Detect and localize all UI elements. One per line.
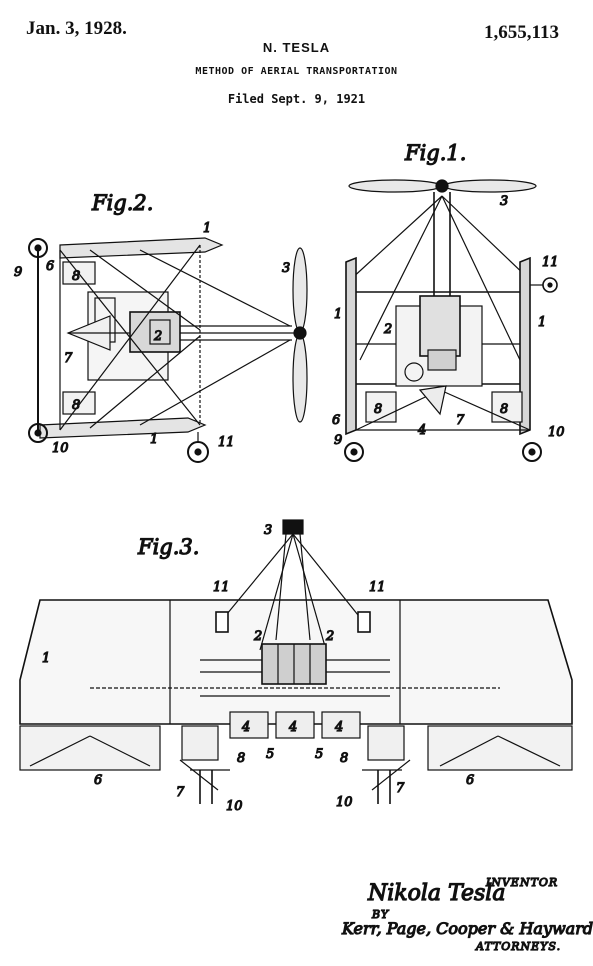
- ref-10-fig1: 10: [548, 425, 565, 440]
- ref-8-fig3-right: 8: [340, 751, 348, 766]
- ref-1-fig2-upper: 1: [203, 221, 211, 236]
- ref-3-fig3: 3: [264, 523, 272, 538]
- ref-1-fig1-left: 1: [334, 307, 342, 322]
- ref-1-fig3: 1: [42, 651, 50, 666]
- ref-10-fig3-right: 10: [336, 795, 353, 810]
- ref-4-fig3-c: 4: [334, 720, 343, 735]
- ref-7-fig1: 7: [456, 413, 465, 428]
- ref-11-fig2: 11: [218, 435, 235, 450]
- ref-11-fig3-right: 11: [369, 580, 386, 595]
- ref-11-fig1: 11: [542, 255, 559, 270]
- ref-4-fig3-a: 4: [241, 720, 250, 735]
- attorneys-caption: ATTORNEYS.: [475, 940, 561, 953]
- ref-8-fig3-left: 8: [237, 751, 245, 766]
- attorneys-signature: Kerr, Page, Cooper & Hayward: [341, 919, 593, 938]
- inventor-caption: INVENTOR: [485, 876, 558, 889]
- fig-1-drawing: [344, 179, 558, 462]
- ref-4-fig3-b: 4: [288, 720, 297, 735]
- fig-3-label: Fig.3.: [137, 535, 199, 559]
- ref-6-fig2: 6: [46, 259, 54, 274]
- ref-8-fig2-upper: 8: [72, 269, 80, 284]
- ref-7-fig3-right: 7: [396, 781, 405, 796]
- fig-1-label: Fig.1.: [404, 141, 466, 165]
- ref-5-fig3-left: 5: [266, 747, 274, 762]
- ref-7-fig3-left: 7: [176, 785, 185, 800]
- patent-title: METHOD OF AERIAL TRANSPORTATION: [195, 66, 398, 77]
- inventor-signature: Nikola Tesla: [367, 881, 505, 906]
- ref-7-fig2: 7: [64, 351, 73, 366]
- ref-1-fig2-lower: 1: [150, 432, 158, 447]
- ref-10-fig2: 10: [52, 441, 69, 456]
- ref-2-fig3-right: 2: [325, 629, 334, 644]
- ref-8-fig1-left: 8: [374, 402, 382, 417]
- ref-5-fig3-right: 5: [315, 747, 323, 762]
- by-caption: BY: [371, 908, 390, 921]
- ref-10-fig3-left: 10: [226, 799, 243, 814]
- ref-8-fig2-lower: 8: [72, 398, 80, 413]
- patent-number: 1,655,113: [484, 22, 559, 43]
- ref-1-fig1-right: 1: [538, 315, 546, 330]
- fig-3-drawing: [19, 519, 573, 804]
- ref-3-fig2: 3: [282, 261, 290, 276]
- ref-6-fig1: 6: [332, 413, 340, 428]
- ref-6-fig3-right: 6: [466, 773, 474, 788]
- fig-2-drawing: [28, 237, 308, 463]
- ref-11-fig3-left: 11: [213, 580, 230, 595]
- fig-2-label: Fig.2.: [91, 191, 153, 215]
- ref-9-fig2: 9: [14, 265, 22, 280]
- ref-4-fig1: 4: [417, 423, 426, 438]
- ref-9-fig1: 9: [334, 433, 342, 448]
- inventor-header: N. TESLA: [262, 40, 331, 55]
- ref-6-fig3-left: 6: [94, 773, 102, 788]
- ref-2-fig1: 2: [383, 322, 392, 337]
- ref-3-fig1: 3: [500, 194, 508, 209]
- ref-2-fig2: 2: [153, 329, 162, 344]
- patent-date: Jan. 3, 1928.: [26, 18, 127, 39]
- ref-8-fig1-right: 8: [500, 402, 508, 417]
- ref-2-fig3-left: 2: [253, 629, 262, 644]
- filing-date: Filed Sept. 9, 1921: [227, 92, 366, 106]
